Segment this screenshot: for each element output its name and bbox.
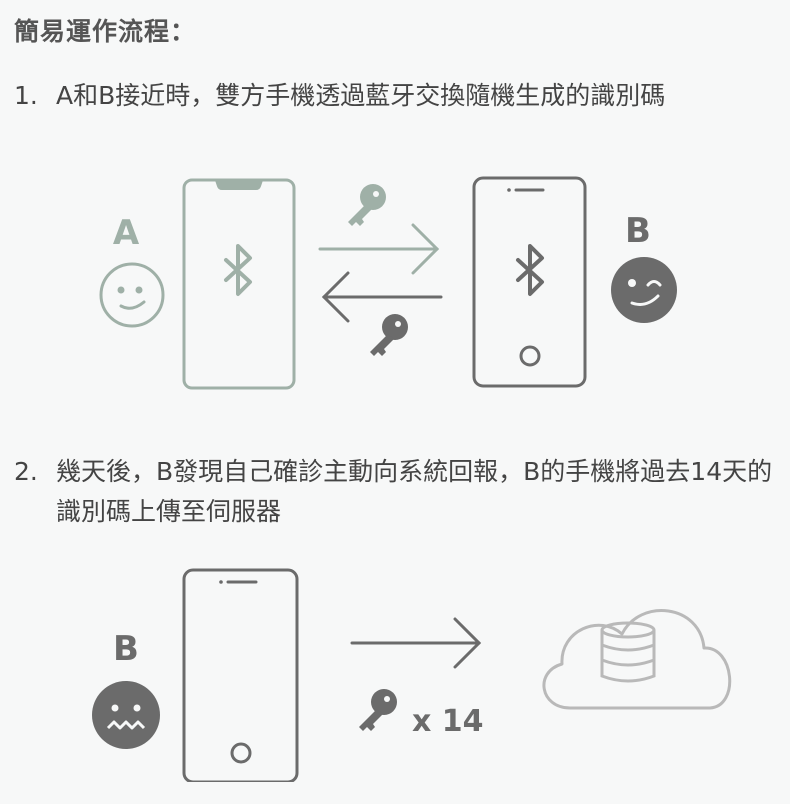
step-text: A和B接近時，雙方手機透過藍牙交換隨機生成的識別碼 — [56, 81, 666, 110]
phone-b — [472, 176, 587, 388]
step-number: 2. — [14, 457, 38, 486]
arrow-right-icon — [350, 617, 482, 669]
sick-face-icon — [92, 681, 160, 749]
bluetooth-icon — [224, 244, 252, 296]
database-icon — [600, 621, 656, 683]
page-title: 簡易運作流程： — [14, 17, 197, 46]
person-b-label: B — [625, 211, 651, 251]
phone-b — [182, 568, 299, 782]
phone-a — [182, 178, 296, 390]
wink-face-icon — [611, 257, 677, 323]
arrow-left-icon — [321, 271, 443, 323]
step-1: 1. A和B接近時，雙方手機透過藍牙交換隨機生成的識別碼 — [14, 76, 774, 116]
exchange-illustration: A B — [99, 176, 677, 390]
step-number: 1. — [14, 81, 38, 110]
arrow-right-icon — [318, 223, 440, 275]
step-text: 幾天後，B發現自己確診主動向系統回報，B的手機將過去14天的識別碼上傳至伺服器 — [56, 457, 773, 526]
key-icon — [348, 184, 386, 226]
smile-face-icon — [99, 262, 165, 328]
key-icon — [359, 689, 397, 731]
key-count-label: x 14 — [412, 704, 484, 739]
person-b-label: B — [113, 629, 139, 669]
cloud-server-icon — [542, 609, 732, 710]
step-2: 2. 幾天後，B發現自己確診主動向系統回報，B的手機將過去14天的識別碼上傳至伺… — [14, 452, 774, 532]
person-a-label: A — [113, 213, 140, 253]
bluetooth-icon — [516, 244, 544, 296]
key-icon — [370, 314, 408, 356]
upload-illustration: B x 14 — [92, 568, 732, 782]
